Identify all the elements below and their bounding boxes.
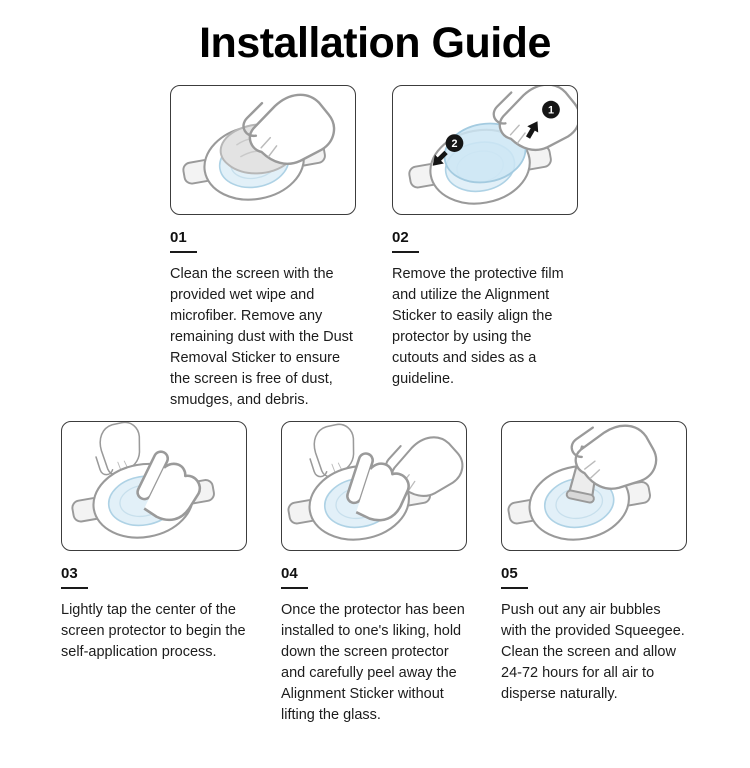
step-03-panel — [61, 421, 247, 551]
step-02-panel: 1 2 — [392, 85, 578, 215]
align-protector-illustration: 1 2 — [402, 86, 577, 214]
step-04-panel — [281, 421, 467, 551]
step-05: 05 Push out any air bubbles with the pro… — [501, 421, 689, 726]
step-number: 03 — [61, 565, 249, 589]
step-text: Once the protector has been installed to… — [281, 602, 465, 723]
page-title: Installation Guide — [199, 19, 551, 67]
step-text: Push out any air bubbles with the provid… — [501, 602, 685, 702]
tap-center-illustration — [65, 422, 221, 550]
step-01: 01 Clean the screen with the provided we… — [170, 85, 358, 411]
step-03: 03 Lightly tap the center of the screen … — [61, 421, 249, 726]
step-01-panel — [170, 85, 356, 215]
step-number: 05 — [501, 565, 689, 589]
steps-row-1: 01 Clean the screen with the provided we… — [0, 85, 750, 411]
push-bubbles-illustration — [502, 422, 664, 550]
badge-1-number: 1 — [548, 105, 554, 117]
step-02: 1 2 02 Remove the protective film and ut… — [392, 85, 580, 411]
step-text: Clean the screen with the provided wet w… — [170, 266, 353, 408]
installation-guide-page: Installation Guide 01 Clean the screen w… — [0, 18, 750, 768]
watch-icon — [65, 451, 221, 550]
step-number: 02 — [392, 229, 580, 253]
step-number: 01 — [170, 229, 358, 253]
step-text: Lightly tap the center of the screen pro… — [61, 602, 246, 660]
badge-2-number: 2 — [451, 138, 457, 150]
step-05-panel — [501, 421, 687, 551]
step-04: 04 Once the protector has been installed… — [281, 421, 469, 726]
step-text: Remove the protective film and utilize t… — [392, 266, 564, 387]
peel-sticker-illustration — [282, 422, 466, 550]
clean-screen-illustration — [176, 86, 344, 212]
step-number: 04 — [281, 565, 469, 589]
steps-row-2: 03 Lightly tap the center of the screen … — [0, 421, 750, 726]
